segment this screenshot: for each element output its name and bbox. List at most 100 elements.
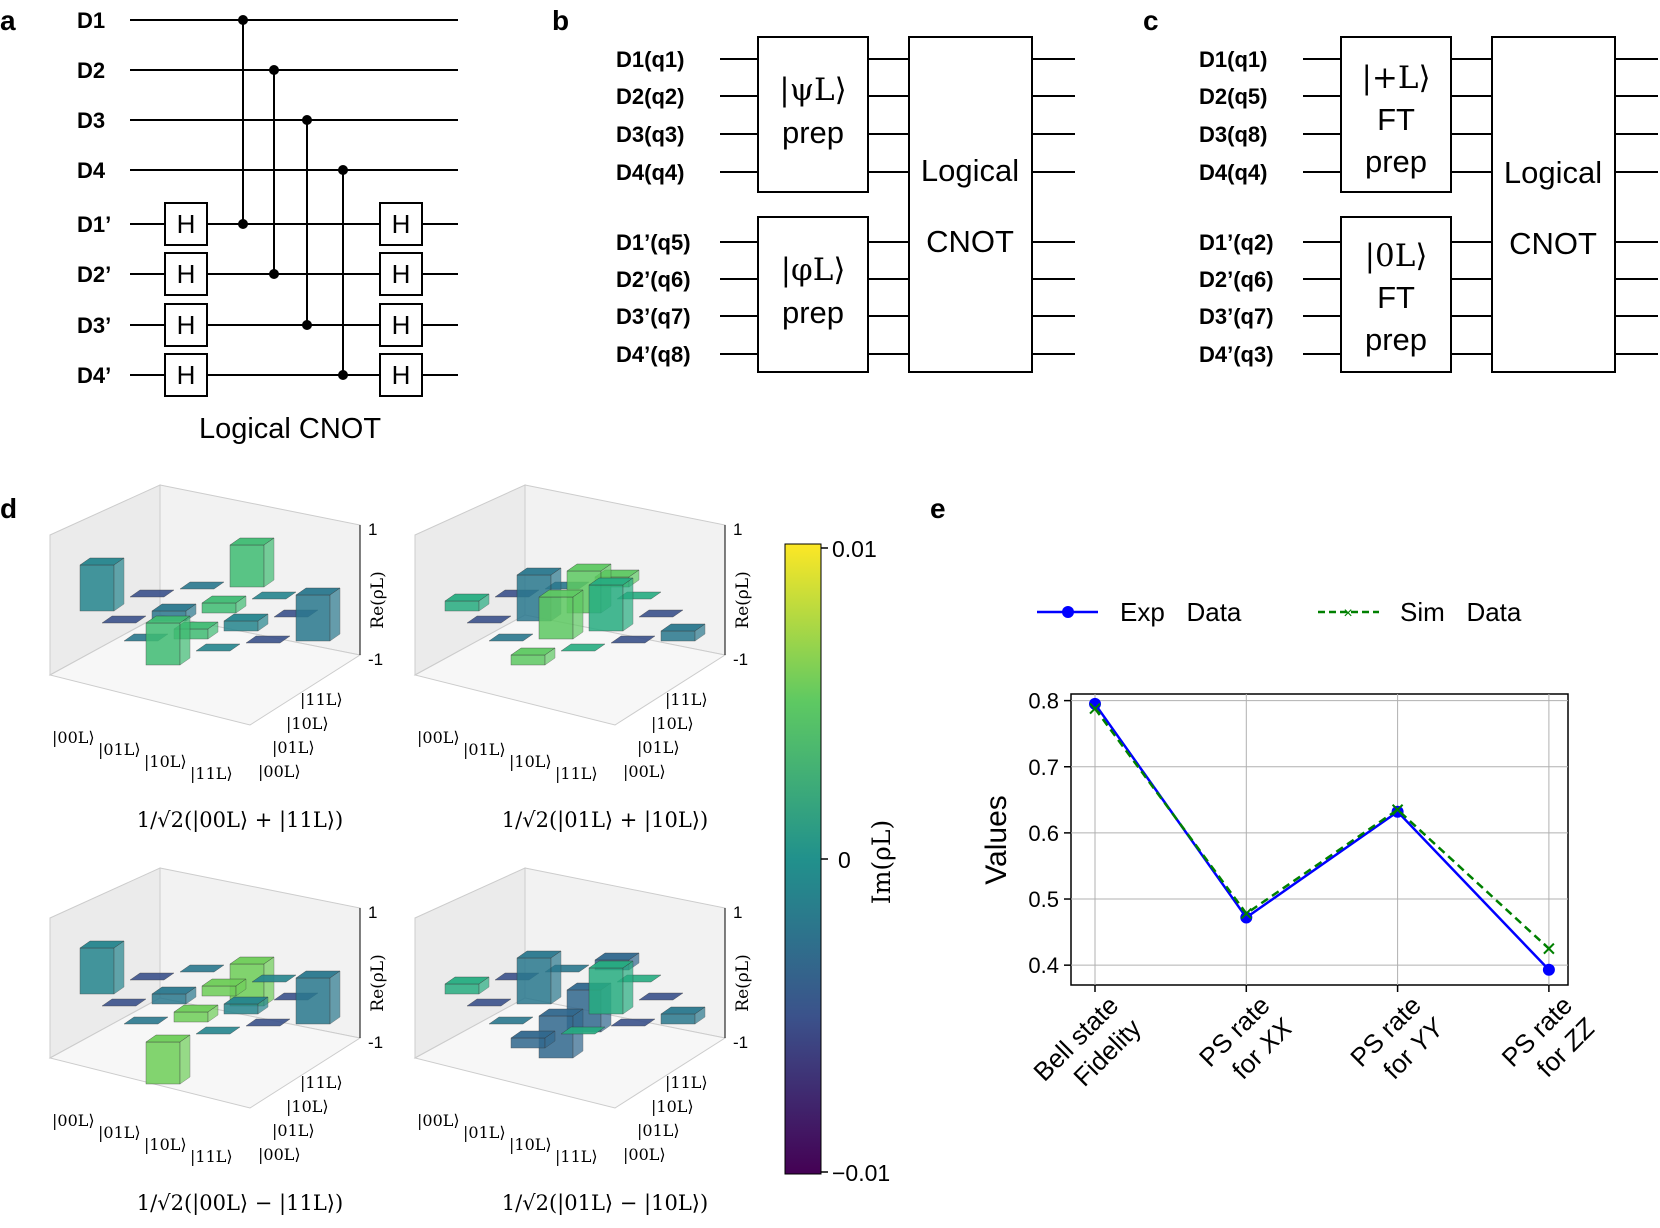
- x-tick: |11L⟩: [555, 764, 598, 783]
- cnot-label: CNOT: [1509, 226, 1597, 261]
- y-tick: |01L⟩: [272, 1121, 315, 1140]
- density-bar: [466, 615, 512, 624]
- y-tick: |10L⟩: [286, 1097, 329, 1116]
- x-tick: |11L⟩: [190, 1147, 233, 1166]
- z-axis-label: Re(ρL): [368, 571, 388, 628]
- control-dot: [238, 15, 248, 25]
- logical-cnot-box: [1491, 36, 1616, 373]
- y-tick-label: 0.7: [1028, 755, 1059, 780]
- z-tick: 1: [368, 903, 377, 922]
- data-point: [1543, 942, 1555, 955]
- hadamard-gate: H: [164, 252, 208, 296]
- density-bar: [638, 992, 684, 1001]
- hadamard-gate: H: [164, 353, 208, 397]
- hadamard-gate: H: [164, 202, 208, 246]
- gate-label: H: [177, 209, 196, 239]
- wire-label: D3(q3): [616, 122, 684, 147]
- density-bar: [101, 998, 147, 1007]
- y-tick-label: 0.8: [1028, 689, 1059, 714]
- data-point: [1391, 805, 1404, 818]
- density-bar: [173, 1004, 219, 1023]
- density-bar: [201, 978, 247, 997]
- y-tick: |00L⟩: [258, 762, 301, 781]
- x-tick: |00L⟩: [417, 1111, 460, 1130]
- state-caption: 1/√2(|00L⟩ − |11L⟩): [137, 1191, 343, 1216]
- prep-label: prep: [1365, 144, 1427, 179]
- z-tick: -1: [368, 1033, 383, 1052]
- wires-b: D1(q1)D2(q2)D3(q3)D4(q4)D1’(q5)D2’(q6)D3…: [616, 47, 1075, 367]
- legend-sim: Sim Data: [1400, 597, 1522, 627]
- panel-e: e Exp Data × Sim Data 0.40.50.60.70.8Bel…: [930, 493, 1602, 1092]
- hadamard-gate: H: [164, 303, 208, 347]
- x-tick: |10L⟩: [509, 1135, 552, 1154]
- control-dot: [338, 370, 348, 380]
- y-tick: |10L⟩: [651, 1097, 694, 1116]
- gate-label: H: [392, 310, 411, 340]
- density-bar: [295, 970, 341, 1025]
- density-plot: 1-1Re(ρL)|00L⟩|01L⟩|10L⟩|11L⟩|11L⟩|10L⟩|…: [48, 867, 388, 1216]
- control-dot: [238, 219, 248, 229]
- wire-label: D4: [77, 158, 106, 183]
- wire-label: D2: [77, 58, 105, 83]
- density-bar: [295, 587, 341, 642]
- x-tick: |00L⟩: [52, 1111, 95, 1130]
- gate-label: H: [177, 259, 196, 289]
- density-bar: [151, 986, 197, 1005]
- panel-label-c: c: [1143, 5, 1159, 36]
- gate-label: H: [177, 310, 196, 340]
- z-tick: -1: [368, 650, 383, 669]
- y-tick: |01L⟩: [637, 1121, 680, 1140]
- density-bar: [223, 996, 269, 1015]
- legend-marker-sim: ×: [1343, 605, 1352, 622]
- control-dot: [338, 165, 348, 175]
- density-bar: [538, 589, 584, 640]
- colorbar-label: Im(ρL): [867, 820, 896, 904]
- x-tick: |11L⟩: [555, 1147, 598, 1166]
- y-tick: |01L⟩: [637, 738, 680, 757]
- density-bar: [101, 615, 147, 624]
- density-bar: [444, 976, 490, 995]
- state-caption: 1/√2(|01L⟩ − |10L⟩): [502, 1191, 708, 1216]
- x-tick: |11L⟩: [190, 764, 233, 783]
- gate-label: H: [392, 209, 411, 239]
- ft-prep-box-zero: [1340, 216, 1452, 373]
- colorbar-tick: 0: [838, 847, 851, 873]
- wire-label: D1(q1): [616, 47, 684, 72]
- wire-label: D4’(q3): [1199, 342, 1274, 367]
- hadamard-gate: H: [379, 252, 423, 296]
- wire-label: D2’(q6): [1199, 267, 1274, 292]
- density-bar: [444, 593, 490, 612]
- density-bar: [179, 581, 225, 590]
- x-tick: |00L⟩: [52, 728, 95, 747]
- wire-label: D2(q2): [616, 84, 684, 109]
- density-bar: [588, 960, 634, 1015]
- density-bar: [610, 635, 656, 644]
- density-bar: [129, 972, 175, 981]
- density-bar: [123, 1016, 169, 1025]
- wire-label: D3’: [77, 313, 111, 338]
- wire-label: D3’(q7): [616, 304, 691, 329]
- control-dot: [302, 115, 312, 125]
- plot-area: [1070, 693, 1569, 986]
- data-point: [1542, 963, 1555, 976]
- y-tick: |01L⟩: [272, 738, 315, 757]
- density-plot: 1-1Re(ρL)|00L⟩|01L⟩|10L⟩|11L⟩|11L⟩|10L⟩|…: [413, 484, 753, 833]
- data-point: [1240, 911, 1253, 924]
- data-point: [1089, 702, 1101, 715]
- wires-c: D1(q1)D2(q5)D3(q8)D4(q4)D1’(q2)D2’(q6)D3…: [1199, 47, 1658, 367]
- phi-state: |φL⟩: [781, 252, 846, 288]
- colorbar: [784, 543, 822, 1175]
- gate-label: H: [177, 360, 196, 390]
- density-bar: [195, 1026, 241, 1035]
- density-bar: [560, 1026, 606, 1035]
- control-dot: [269, 65, 279, 75]
- y-tick: |00L⟩: [258, 1145, 301, 1164]
- panel-label-a: a: [0, 5, 16, 36]
- density-bar: [516, 950, 562, 1005]
- y-tick: |11L⟩: [665, 690, 708, 709]
- density-bar: [195, 643, 241, 652]
- density-bar: [660, 1006, 706, 1025]
- gate-label: H: [392, 259, 411, 289]
- density-bar: [488, 1016, 534, 1025]
